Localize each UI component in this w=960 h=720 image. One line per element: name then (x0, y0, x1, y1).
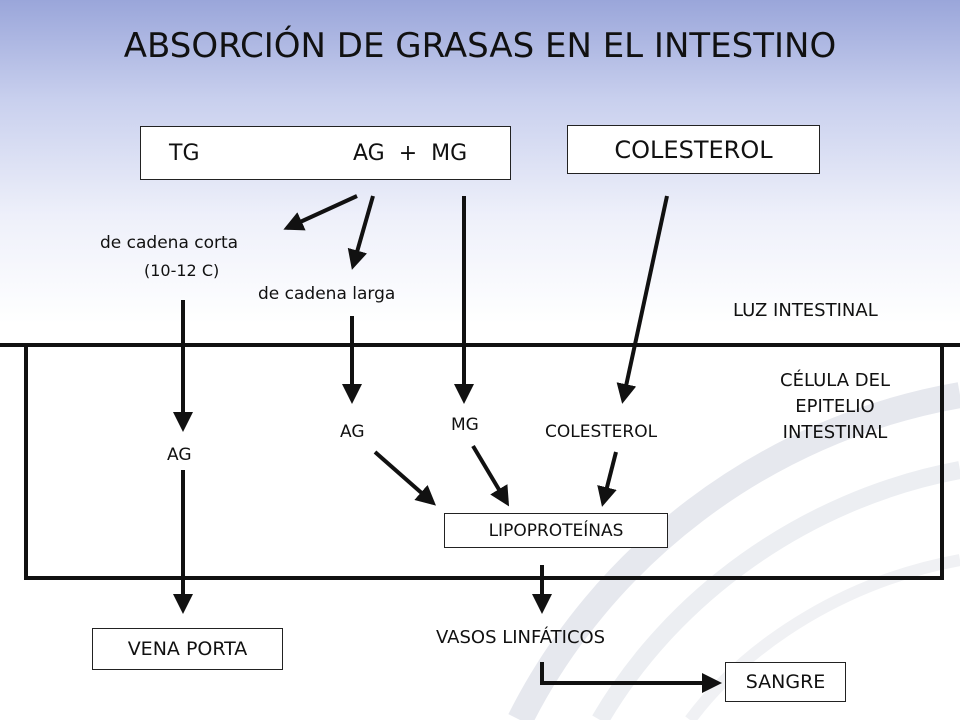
lymph-vessels-label: VASOS LINFÁTICOS (436, 627, 606, 648)
cholesterol-in-cell: COLESTEROL (545, 422, 658, 442)
page-title: ABSORCIÓN DE GRASAS EN EL INTESTINO (123, 26, 837, 66)
cholesterol-box-label: COLESTEROL (614, 135, 773, 164)
arrow-ag-to-lipoproteins (373, 450, 437, 506)
long-chain-label: de cadena larga (258, 284, 396, 304)
portal-vein-box: VENA PORTA (92, 628, 283, 670)
tg-label: TG (169, 141, 200, 166)
cholesterol-box: COLESTEROL (567, 125, 820, 174)
arrow-lymph-to-blood (540, 662, 722, 693)
lumen-label: LUZ INTESTINAL (733, 300, 878, 321)
cell-label: CÉLULA DEL EPITELIO INTESTINAL (745, 368, 925, 446)
lipoproteins-label: LIPOPROTEÍNAS (488, 520, 624, 541)
reaction-box: TG AG + MG (140, 126, 511, 180)
ag-long-chain: AG (340, 422, 365, 442)
arrow-cholesterol-into-cell (616, 195, 669, 404)
arrow-to-short-chain (283, 194, 358, 231)
short-chain-detail: (10-12 C) (144, 261, 220, 280)
blood-label: SANGRE (745, 671, 826, 693)
mg-in-cell: MG (451, 415, 479, 435)
cell-outline (24, 345, 944, 580)
ag-mg-label: AG + MG (353, 141, 468, 166)
ag-short-chain: AG (167, 445, 192, 465)
short-chain-label: de cadena corta (100, 233, 239, 253)
blood-box: SANGRE (725, 662, 846, 702)
lipoproteins-box: LIPOPROTEÍNAS (444, 513, 668, 548)
arrow-to-long-chain (347, 195, 375, 270)
portal-vein-label: VENA PORTA (127, 638, 248, 660)
arrow-mg-to-lipoproteins (471, 444, 510, 507)
arrow-cholesterol-to-lipoproteins (597, 451, 618, 507)
cell-label-line-1: CÉLULA DEL (780, 370, 890, 391)
cell-label-line-3: INTESTINAL (782, 422, 888, 443)
cell-label-line-2: EPITELIO (795, 396, 875, 417)
